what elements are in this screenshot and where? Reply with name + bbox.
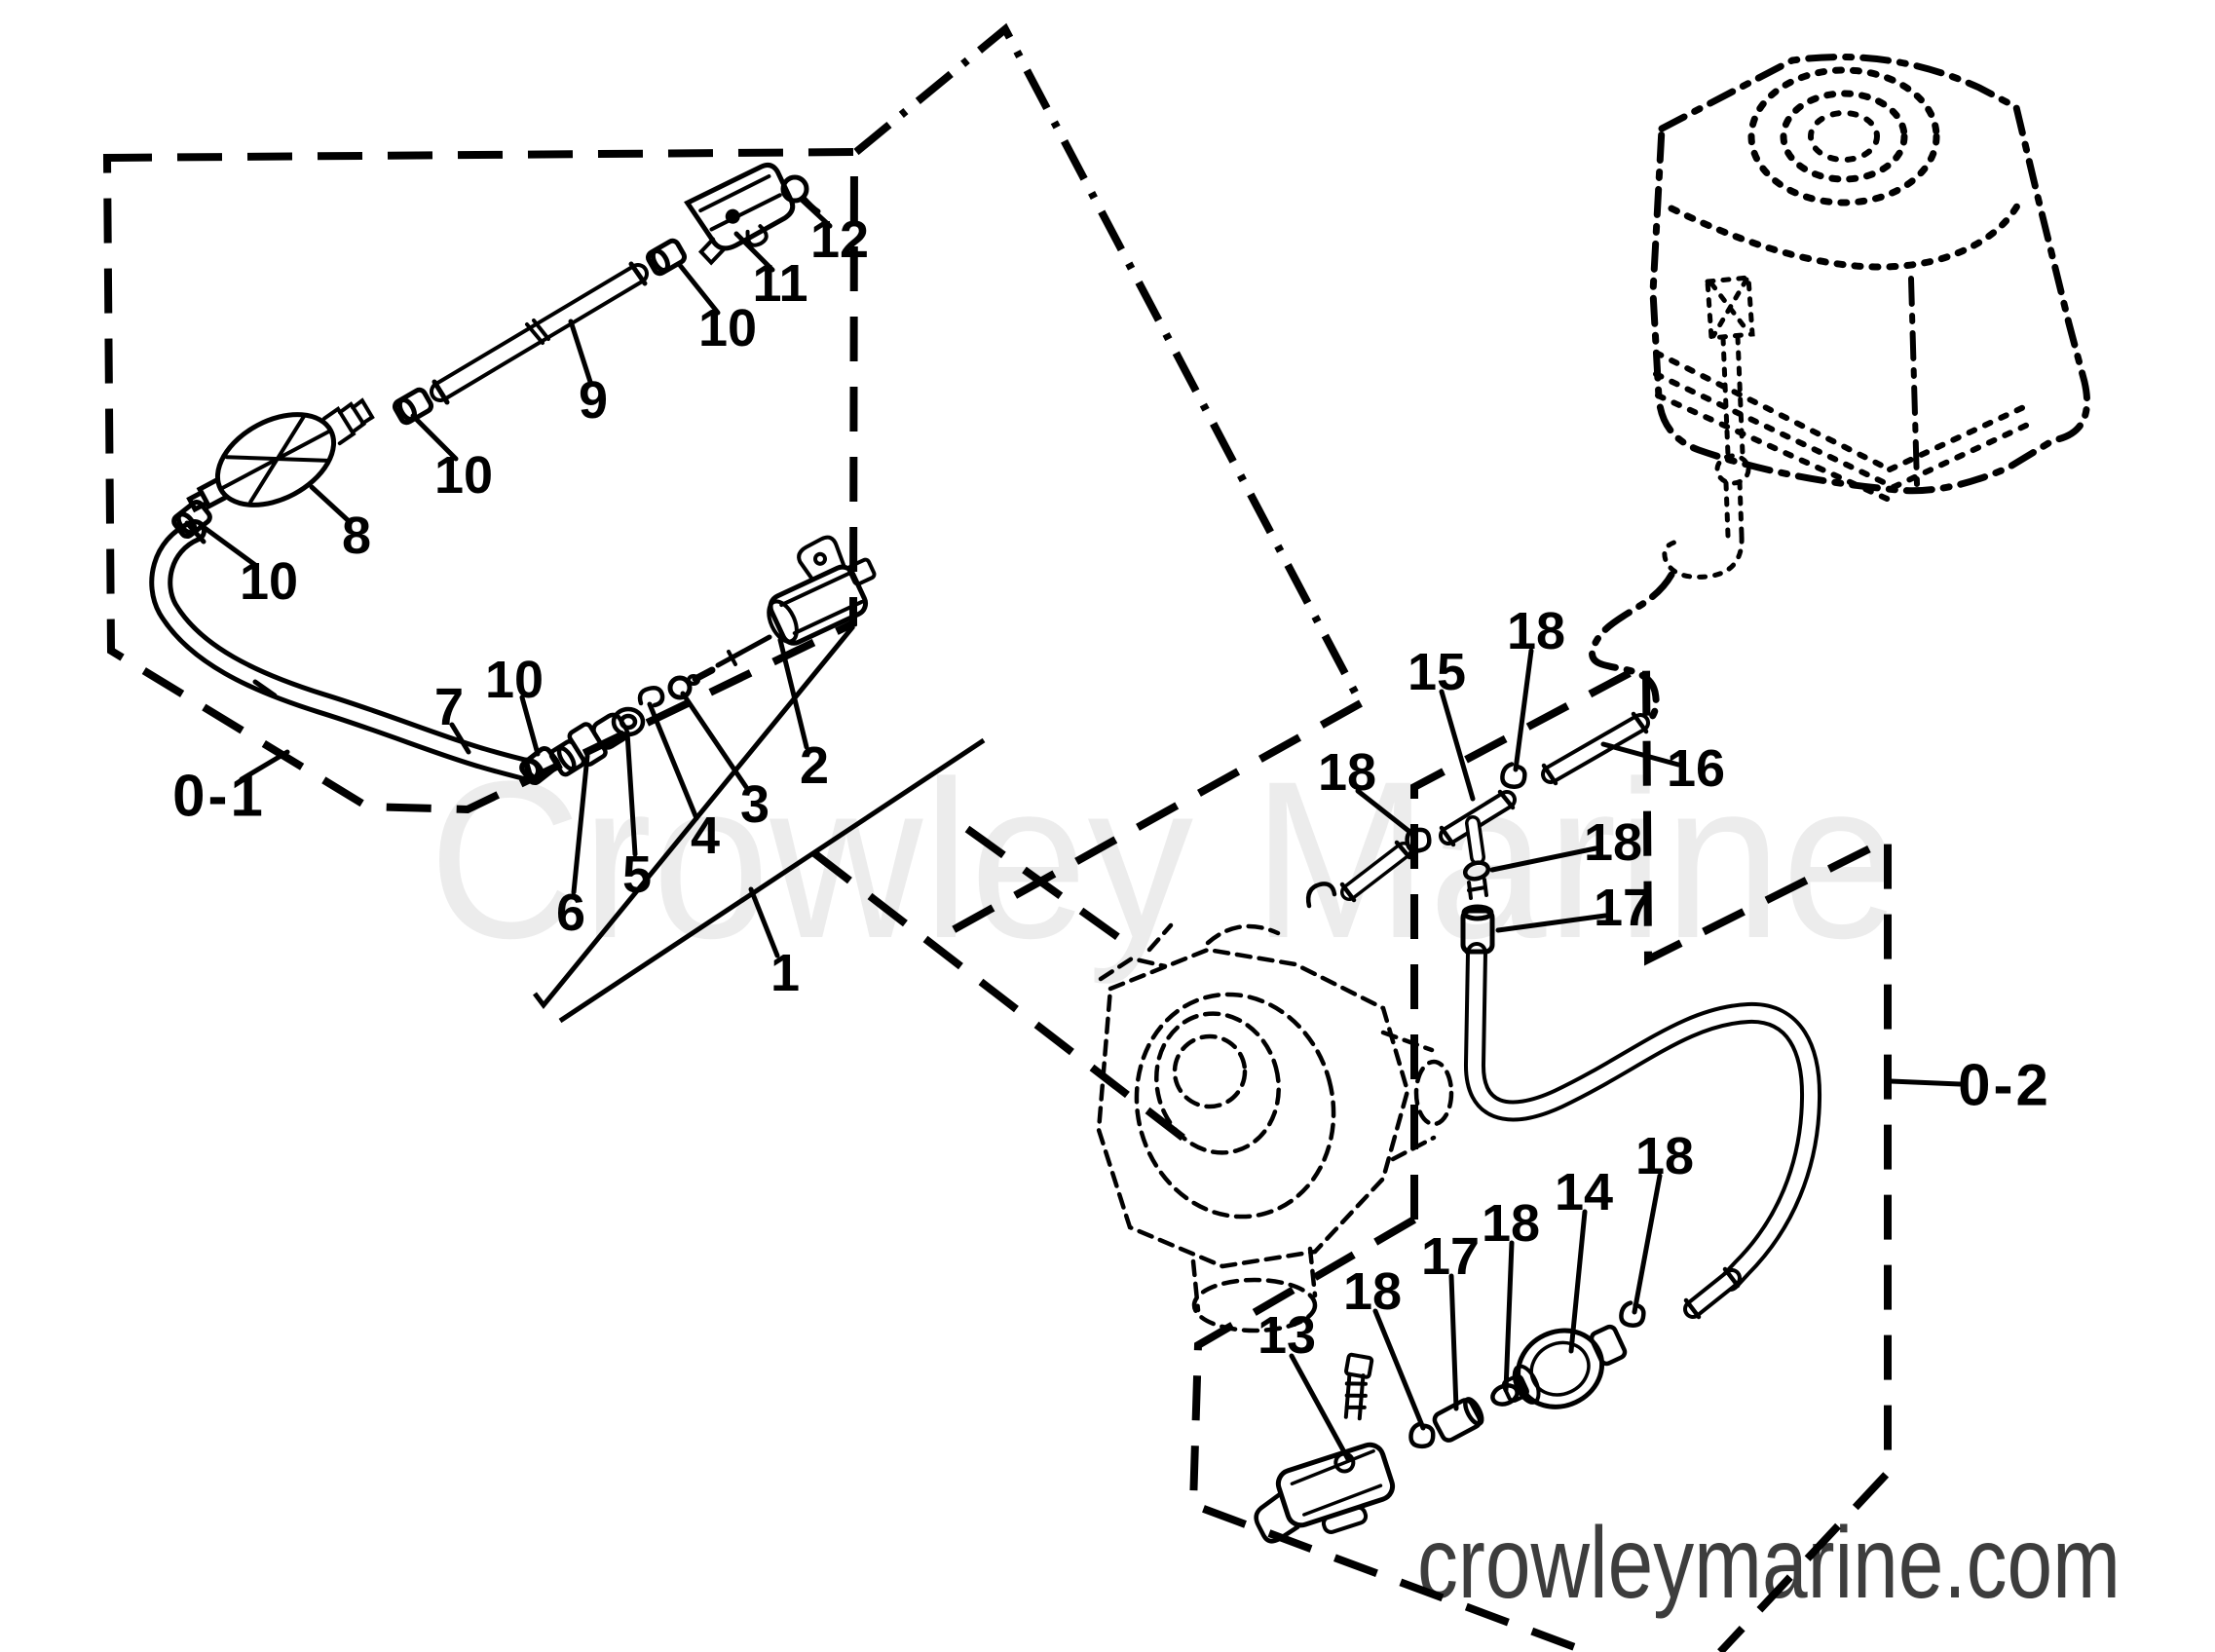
- main-fuel-line: [1463, 942, 1822, 1292]
- carburetor-drawing: [1096, 922, 1454, 1333]
- leader-line-p3: [680, 691, 749, 790]
- part-label-p18-2: 18: [1318, 743, 1376, 802]
- hose-segment-16: [1541, 711, 1650, 786]
- leader-line-p1: [748, 886, 780, 958]
- fuel-connector-11: [684, 163, 796, 266]
- leader-line-ref-0-1: [239, 749, 290, 782]
- leader-line-p10-4: [519, 695, 541, 757]
- part-label-p7: 7: [434, 678, 464, 736]
- part-label-p15: 15: [1408, 643, 1466, 701]
- fuel-filter-group: [1254, 1266, 1742, 1544]
- part-label-p3: 3: [740, 775, 770, 834]
- leader-line-p9: [568, 319, 593, 385]
- part-label-p13: 13: [1258, 1306, 1316, 1365]
- fuel-filter-14: [1501, 1324, 1628, 1409]
- leader-line-p17-1: [1495, 913, 1608, 933]
- hose-segment-left: [1339, 840, 1412, 903]
- leader-line-p10-2: [410, 413, 459, 462]
- part-label-p18-1: 18: [1507, 602, 1565, 660]
- part-label-p10-2: 10: [434, 446, 493, 505]
- part-label-ref-0-2: 0-2: [1958, 1053, 2051, 1118]
- part-label-p14: 14: [1555, 1163, 1613, 1221]
- part-label-p10-1: 10: [698, 299, 757, 357]
- engine-connector-13: [1254, 1442, 1396, 1544]
- connector-pins-2: [687, 634, 772, 686]
- part-label-p6: 6: [556, 883, 585, 942]
- leader-line-p10-3: [198, 522, 258, 568]
- tee-fitting-group: [1305, 711, 1650, 952]
- leader-line-p4: [647, 701, 699, 821]
- primer-bulb-8: [186, 397, 375, 513]
- phantom-lines: [811, 22, 1365, 1153]
- leader-line-p7: [449, 722, 471, 755]
- part-label-p8: 8: [342, 507, 371, 565]
- screw: [1343, 1352, 1374, 1421]
- hose-end-segment: [1683, 1266, 1742, 1320]
- part-label-ref-0-1: 0-1: [172, 764, 266, 829]
- leader-line-p5: [624, 730, 638, 857]
- fuel-tank-drawing: [1589, 54, 2091, 732]
- leader-line-p13: [1289, 1353, 1351, 1462]
- fuel-pipe-9: [430, 261, 649, 405]
- tank-fuel-line-phantom: [1589, 571, 1675, 732]
- leader-line-p18-5: [1503, 1240, 1515, 1393]
- assembly-bracket-lines: [533, 624, 986, 1024]
- dashed-boundary-0-2: [1188, 657, 1892, 1652]
- bushing-10-upper: [646, 239, 686, 276]
- clip-4: [637, 686, 665, 708]
- grommet-18: [1462, 860, 1491, 882]
- part-label-p10-3: 10: [240, 552, 298, 611]
- part-label-p2: 2: [800, 736, 829, 795]
- leader-line-p18-6: [1632, 1173, 1663, 1315]
- leader-line-p18-3: [1489, 845, 1598, 873]
- o-ring-3: [667, 675, 693, 700]
- leader-line-p18-2: [1355, 788, 1415, 837]
- part-label-p18-4: 18: [1343, 1262, 1402, 1321]
- part-label-p11: 11: [752, 254, 807, 313]
- connector-body-2: [767, 535, 877, 646]
- leader-line-p10-1: [676, 261, 721, 316]
- dashed-boundary-0-1: [102, 147, 859, 814]
- part-label-p9: 9: [579, 371, 608, 430]
- leader-line-p6: [571, 753, 590, 895]
- hose-stub-left: [1305, 882, 1337, 909]
- part-label-p5: 5: [622, 845, 652, 904]
- nipple: [1467, 878, 1488, 900]
- part-label-p1: 1: [770, 944, 800, 1002]
- part-label-p17-1: 17: [1594, 879, 1652, 937]
- leader-line-p2: [777, 637, 809, 750]
- part-label-p18-6: 18: [1635, 1127, 1694, 1185]
- leader-line-p16: [1600, 741, 1681, 768]
- leader-line-p18-4: [1372, 1308, 1426, 1431]
- leader-line-p11: [733, 231, 775, 273]
- leader-line-p15: [1439, 689, 1476, 802]
- part-label-p18-5: 18: [1482, 1194, 1540, 1253]
- part-label-p12: 12: [810, 210, 869, 269]
- leader-line-p8: [309, 484, 351, 523]
- part-label-p17-2: 17: [1421, 1227, 1480, 1286]
- leader-line-p17-2: [1448, 1273, 1459, 1411]
- fuel-filter-fitting-17: [1432, 1396, 1485, 1443]
- part-label-p10-4: 10: [485, 651, 544, 709]
- part-label-p16: 16: [1667, 739, 1725, 798]
- tee-fitting-15: [1439, 789, 1517, 865]
- part-label-p18-3: 18: [1584, 813, 1642, 872]
- leader-line-p12: [800, 198, 833, 229]
- tank-cap-icon: [1747, 66, 1940, 206]
- part-label-p4: 4: [691, 807, 720, 865]
- leader-line-p18-1: [1513, 648, 1534, 772]
- tank-pickup-fitting: [1662, 275, 1755, 580]
- leader-line-ref-0-2: [1888, 1078, 1963, 1087]
- leader-line-p14: [1568, 1209, 1588, 1354]
- fuel-hose-assembly-group: [149, 163, 877, 785]
- spring-clip-18: [1619, 1301, 1646, 1328]
